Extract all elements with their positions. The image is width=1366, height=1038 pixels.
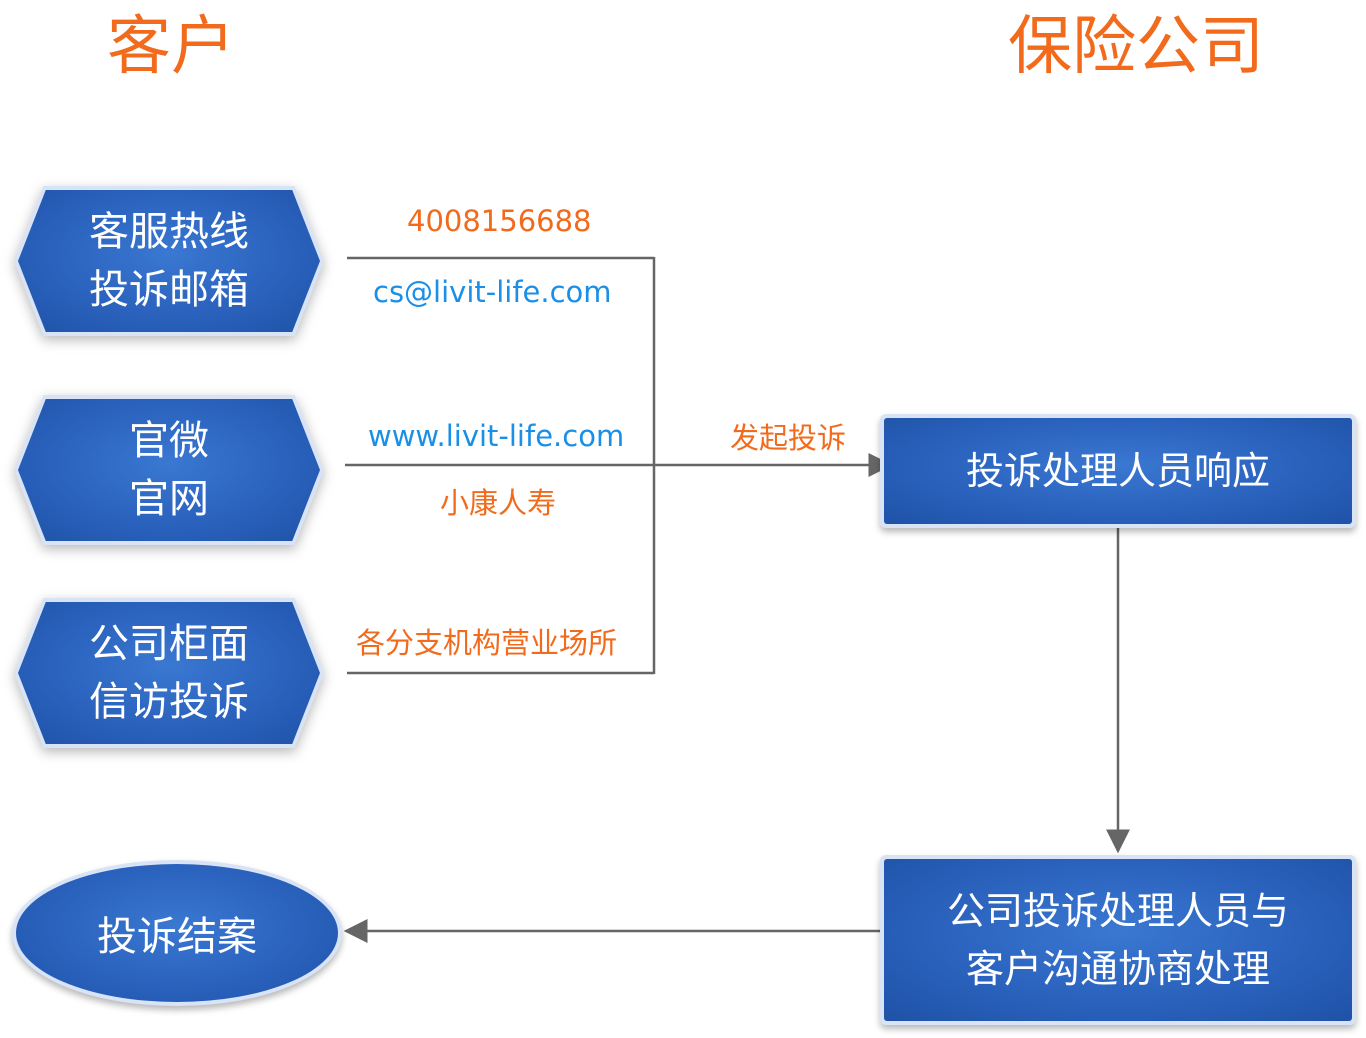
website-url-label: www.livit-life.com [368, 419, 625, 453]
negotiate-step-label-1: 公司投诉处理人员与 [946, 889, 1289, 933]
channel-hotline-label: 客服热线 [89, 209, 249, 255]
respond-step-label: 投诉处理人员响应 [965, 449, 1270, 493]
channel-wechat-label: 官微 [129, 418, 209, 464]
channel-hotline-email: 客服热线 投诉邮箱 [14, 186, 324, 336]
closure-step-label: 投诉结案 [97, 914, 257, 960]
branches-label: 各分支机构营业场所 [356, 626, 618, 660]
insurer-heading: 保险公司 [1008, 10, 1264, 84]
respond-step: 投诉处理人员响应 [880, 414, 1356, 528]
phone-number-label: 4008156688 [407, 204, 592, 238]
channel-website-label: 官网 [129, 476, 209, 522]
channel-petition-label: 信访投诉 [89, 679, 249, 725]
channel-counter-petition: 公司柜面 信访投诉 [14, 598, 324, 748]
channel-wechat-website: 官微 官网 [14, 395, 324, 545]
channel-counter-label: 公司柜面 [89, 621, 249, 667]
negotiate-step-label-2: 客户沟通协商处理 [965, 947, 1270, 991]
closure-step: 投诉结案 [12, 860, 342, 1006]
negotiate-step: 公司投诉处理人员与 客户沟通协商处理 [880, 855, 1356, 1025]
wechat-account-label: 小康人寿 [440, 486, 557, 520]
initiate-complaint-label: 发起投诉 [730, 421, 847, 455]
customer-heading: 客户 [107, 10, 235, 84]
channel-email-label: 投诉邮箱 [89, 267, 249, 313]
email-address-label: cs@livit-life.com [373, 275, 612, 309]
